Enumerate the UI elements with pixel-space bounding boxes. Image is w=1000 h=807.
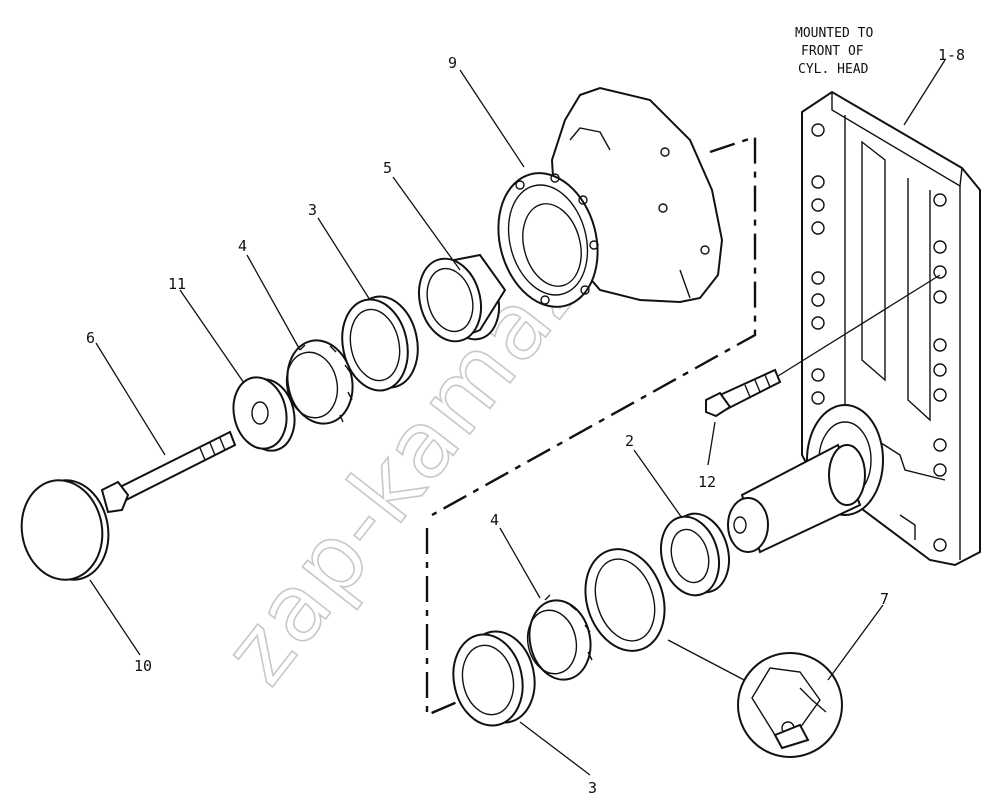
callout-housing: 9 (448, 54, 457, 72)
callout-washer: 11 (168, 275, 186, 293)
callout-cap: 10 (134, 657, 152, 675)
bearing-cup-upper (341, 295, 419, 392)
long-bolt (100, 430, 237, 514)
lip-seal-ring (584, 548, 749, 683)
note-line-1: MOUNTED TO (795, 26, 873, 41)
callout-short-bolt: 12 (698, 473, 716, 491)
bearing-housing (497, 86, 724, 308)
thrust-washer (232, 376, 296, 452)
sleeve (418, 253, 507, 343)
callout-cone-upper: 4 (238, 237, 247, 255)
callout-long-bolt: 6 (86, 329, 95, 347)
bearing-cup-lower (452, 630, 536, 727)
bearing-cone-lower (526, 594, 593, 681)
callout-cup-upper: 3 (308, 201, 317, 219)
callout-frame: 1-8 (938, 46, 965, 64)
callout-lip-seal: 7 (880, 590, 889, 608)
note-line-3: CYL. HEAD (798, 62, 869, 77)
callout-cup-lower: 3 (588, 779, 597, 797)
spindle-shaft (727, 404, 884, 554)
callout-cone-lower: 4 (490, 511, 499, 529)
bearing-cone-upper (285, 339, 354, 425)
leader-lines (89, 59, 946, 776)
seal-detail-inset (737, 652, 843, 758)
mounting-note: MOUNTED TO FRONT OF CYL. HEAD (795, 26, 873, 77)
callout-seal-ring: 2 (625, 432, 634, 450)
callout-labels: 1-8 9 5 3 4 11 6 10 2 12 4 3 7 (86, 46, 965, 797)
end-cap (20, 479, 110, 581)
short-bolt (705, 274, 941, 418)
callout-sleeve: 5 (383, 159, 392, 177)
seal-ring (660, 512, 730, 597)
note-line-2: FRONT OF (801, 44, 864, 59)
